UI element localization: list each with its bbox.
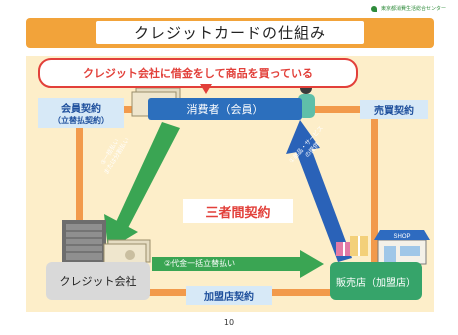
member-contract-label: 会員契約 （立替払契約） xyxy=(38,98,124,128)
merchant-contract-label: 加盟店契約 xyxy=(186,286,272,305)
goods-arrow xyxy=(286,120,352,262)
shop-icon: SHOP xyxy=(374,230,430,265)
organization-name: 東京都消費生活総合センター xyxy=(380,6,446,12)
building-icon xyxy=(62,220,106,264)
advance-arrow xyxy=(152,250,324,278)
svg-text:SHOP: SHOP xyxy=(393,234,410,240)
organization-logo: 東京都消費生活総合センター xyxy=(371,5,446,12)
sales-contract-label: 売買契約 xyxy=(360,100,428,119)
consumer-node: 消費者（会員） xyxy=(148,98,302,120)
advance-flow-label: ②代金一括立替払い xyxy=(164,259,236,268)
card-company-node: クレジット会社 xyxy=(46,262,150,300)
banner-pointer xyxy=(200,84,212,94)
three-party-contract-label: 三者間契約 xyxy=(183,199,293,223)
member-contract-text: 会員契約 xyxy=(61,104,101,115)
page-title: クレジットカードの仕組み xyxy=(96,21,364,44)
gift-boxes-icon xyxy=(336,236,368,256)
shop-node: 販売店（加盟店） xyxy=(330,262,422,300)
leaf-icon xyxy=(371,5,378,12)
explanation-banner: クレジット会社に借金をして商品を買っている xyxy=(38,58,358,88)
page-number: 10 xyxy=(223,318,235,327)
title-band: クレジットカードの仕組み xyxy=(26,18,434,48)
member-contract-subtext: （立替払契約） xyxy=(53,116,109,125)
